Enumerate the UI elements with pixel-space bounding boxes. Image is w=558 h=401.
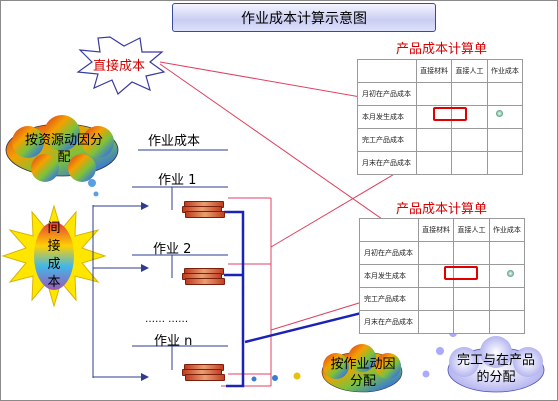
header-cell: [359, 218, 419, 242]
header-cell: 直接材料: [417, 218, 455, 242]
cost-sheet-2: 直接材料直接人工作业成本 月初在产品成本 本月发生成本 完工产品成本 月末在产品…: [359, 218, 526, 334]
money-stack-n: [182, 364, 225, 381]
money-stack-1: [182, 201, 225, 218]
cost-sheet-1: 直接材料直接人工作业成本 月初在产品成本 本月发生成本 完工产品成本 月末在产品…: [357, 59, 524, 175]
header-cell: [357, 59, 417, 83]
marker-dot-1: [496, 110, 503, 117]
highlight-box-2: [444, 266, 478, 280]
row-label: 完工产品成本: [357, 128, 417, 152]
activity-n-label: 作业 n: [154, 334, 193, 349]
header-cell: 作业成本: [488, 218, 526, 242]
indirect-cost-label: 间接成本: [47, 221, 61, 290]
row-label: 月末在产品成本: [357, 151, 417, 175]
header-cell: 作业成本: [486, 59, 524, 83]
direct-cost-burst: [76, 36, 166, 95]
resource-driver-label: 按资源动因分配: [24, 133, 103, 165]
indirect-cost-sun: [1, 204, 107, 308]
money-stack-2: [182, 268, 225, 285]
cost-sheet-2-title: 产品成本计算单: [396, 202, 488, 217]
direct-cost-label: 直接成本: [93, 59, 146, 74]
highlight-box-1: [433, 107, 467, 121]
activity-1-label: 作业 1: [158, 173, 197, 188]
row-label: 本月发生成本: [359, 264, 419, 288]
header-cell: 直接人工: [451, 59, 488, 83]
row-label: 月初在产品成本: [359, 241, 419, 265]
allocation-label: 完工与在产品的分配: [456, 353, 535, 385]
row-label: 月末在产品成本: [359, 310, 419, 334]
allocation-cloud: [447, 336, 545, 393]
row-label: 完工产品成本: [359, 287, 419, 311]
resource-driver-cloud: [5, 115, 119, 197]
diagram-title: 作业成本计算示意图: [172, 3, 436, 32]
header-cell: 直接材料: [415, 59, 453, 83]
activity-2-label: 作业 2: [153, 242, 192, 257]
activity-driver-label: 按作业动因分配: [330, 357, 396, 389]
marker-dot-2: [507, 270, 514, 277]
row-label: 月初在产品成本: [357, 82, 417, 106]
activity-cost-label: 作业成本: [148, 134, 201, 149]
cost-sheet-1-title: 产品成本计算单: [396, 42, 488, 57]
header-cell: 直接人工: [453, 218, 490, 242]
ellipsis-label: …… ……: [145, 314, 189, 325]
activity-driver-cloud: [321, 344, 403, 393]
row-label: 本月发生成本: [357, 105, 417, 129]
